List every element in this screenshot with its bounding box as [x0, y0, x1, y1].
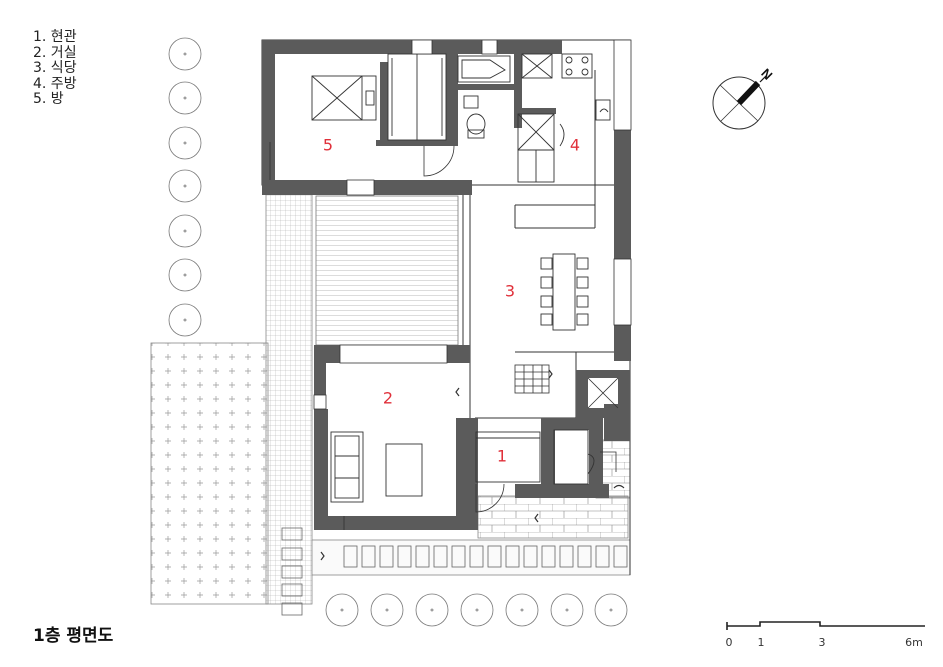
- sofa: [330, 431, 364, 503]
- compass-label: N: [758, 66, 775, 83]
- plan-title: 1층 평면도: [33, 626, 114, 646]
- room-label-4: 4: [569, 135, 581, 155]
- compass-icon: [712, 75, 767, 130]
- entry-arrows: [320, 369, 625, 561]
- scale-label: 0: [725, 636, 733, 649]
- tile-path: [265, 192, 313, 605]
- walls: [262, 40, 631, 530]
- wardrobe: [387, 53, 447, 141]
- scale-bar: [726, 621, 925, 630]
- room-label-2: 2: [382, 388, 394, 408]
- storage-cross: [587, 377, 619, 409]
- legend-item: 4. 주방: [33, 75, 77, 92]
- deck: [315, 195, 459, 346]
- scale-label: 3: [818, 636, 826, 649]
- dining-table: [540, 253, 589, 331]
- entry-cabinets: [475, 429, 595, 485]
- scale-label: 6m: [905, 636, 923, 649]
- tree-row-bottom: [325, 593, 628, 627]
- tree-row-left: [168, 37, 202, 337]
- entry-paving: [477, 495, 629, 539]
- legend-item: 2. 거실: [33, 44, 77, 61]
- room-legend: 1. 현관 2. 거실 3. 식당 4. 주방 5. 방: [33, 29, 77, 108]
- room-label-1: 1: [496, 446, 508, 466]
- stepping-path: [311, 539, 631, 576]
- windows: [313, 39, 632, 410]
- stairs: [514, 364, 550, 394]
- legend-item: 5. 방: [33, 91, 64, 107]
- bathroom-fixtures: [457, 55, 511, 139]
- legend-item: 1. 현관: [33, 29, 77, 45]
- room-label-3: 3: [504, 281, 516, 301]
- scale-labels: 0 1 3 6m: [0, 636, 943, 650]
- kitchen-fixtures: [517, 53, 611, 183]
- legend-item: 3. 식당: [33, 60, 77, 76]
- scale-label: 1: [757, 636, 765, 649]
- stepping-stones: [281, 527, 628, 616]
- room-label-5: 5: [322, 135, 334, 155]
- coffee-table: [385, 443, 423, 497]
- bed: [311, 75, 377, 121]
- gravel-yard: [150, 342, 269, 605]
- doors: [269, 142, 617, 530]
